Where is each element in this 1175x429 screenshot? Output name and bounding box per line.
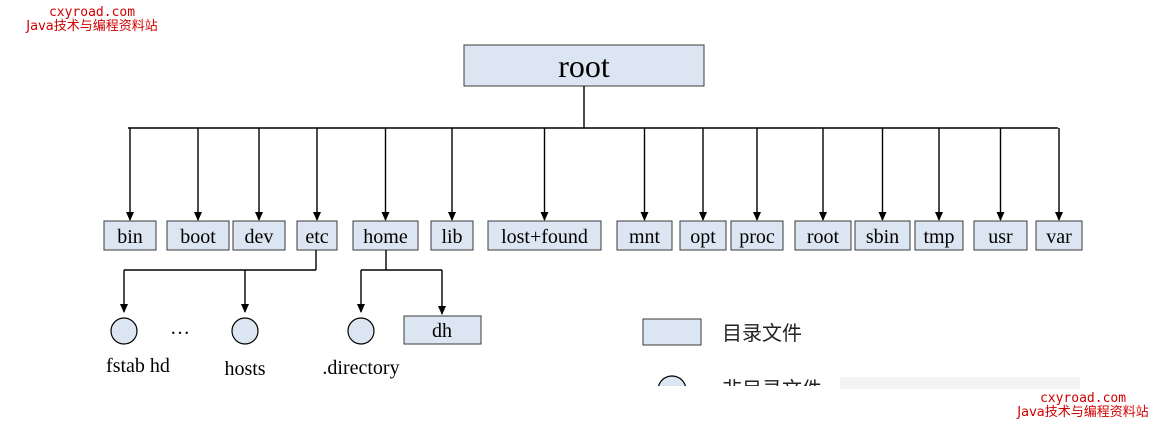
legend-fade-strip bbox=[840, 377, 1080, 389]
dir-box-dev bbox=[232, 220, 286, 251]
dir-node-opt: opt bbox=[679, 220, 727, 251]
dir-box-lib bbox=[430, 220, 474, 251]
dir-node-bin: bin bbox=[103, 220, 157, 251]
root-node: root bbox=[463, 44, 705, 87]
watermark-top: cxyroad.com Java技术与编程资料站 bbox=[4, 6, 180, 34]
dir-box-usr bbox=[973, 220, 1028, 251]
dir-node-home: home bbox=[352, 220, 419, 251]
dir-label-opt: opt bbox=[690, 226, 716, 248]
dir-node-usr: usr bbox=[973, 220, 1028, 251]
dir-node-tmp: tmp bbox=[914, 220, 964, 251]
dir-node-var: var bbox=[1035, 220, 1083, 251]
dir-label-mnt: mnt bbox=[629, 226, 661, 248]
dir-box-bin bbox=[103, 220, 157, 251]
dir-box-lost-found bbox=[487, 220, 602, 251]
legend-directory-label: 目录文件 bbox=[722, 321, 802, 345]
dir-label-usr: usr bbox=[988, 226, 1013, 248]
dir-box-proc bbox=[730, 220, 784, 251]
dir-node-lost-found: lost+found bbox=[487, 220, 602, 251]
etc-subtree: … fstab hd hosts bbox=[106, 250, 317, 380]
dir-label-boot: boot bbox=[180, 226, 216, 248]
dh-label: dh bbox=[432, 320, 452, 342]
dir-label-lost-found: lost+found bbox=[501, 226, 588, 248]
dir-box-boot bbox=[166, 220, 230, 251]
dir-box-var bbox=[1035, 220, 1083, 251]
dir-label-sbin: sbin bbox=[866, 226, 899, 248]
dir-label-proc: proc bbox=[739, 226, 775, 248]
dir-box-etc bbox=[296, 220, 338, 251]
home-subtree: .directory dh bbox=[322, 250, 482, 379]
dir-node-etc: etc bbox=[296, 220, 338, 251]
dir-label-dev: dev bbox=[245, 226, 274, 248]
dh-box bbox=[403, 315, 482, 345]
dir-label-bin: bin bbox=[117, 226, 143, 248]
watermark-bottom-site: cxyroad.com bbox=[1039, 391, 1127, 406]
legend-fade-overlay bbox=[640, 386, 1100, 429]
dir-box-root bbox=[794, 220, 852, 251]
legend-non-directory-item: 非目录文件 bbox=[640, 375, 1100, 429]
dir-label-tmp: tmp bbox=[923, 226, 954, 248]
dir-node-proc: proc bbox=[730, 220, 784, 251]
directory-file-label: .directory bbox=[322, 357, 399, 379]
watermark-bottom: cxyroad.com Java技术与编程资料站 bbox=[995, 392, 1171, 420]
dir-label-home: home bbox=[363, 226, 408, 248]
dir-node-root: root bbox=[794, 220, 852, 251]
watermark-top-site: cxyroad.com bbox=[48, 5, 136, 20]
dir-label-lib: lib bbox=[441, 226, 462, 248]
root-label: root bbox=[558, 48, 610, 84]
fstab-label: fstab hd bbox=[106, 355, 170, 377]
dir-label-root: root bbox=[807, 226, 840, 248]
legend: 目录文件 非目录文件 bbox=[640, 318, 1100, 429]
dir-box-tmp bbox=[914, 220, 964, 251]
watermark-top-tagline: Java技术与编程资料站 bbox=[26, 19, 158, 34]
hosts-label: hosts bbox=[224, 358, 265, 380]
dir-label-etc: etc bbox=[305, 226, 328, 248]
etc-ellipsis: … bbox=[170, 317, 190, 339]
dir-node-dev: dev bbox=[232, 220, 286, 251]
fstab-file-circle bbox=[110, 317, 138, 345]
legend-directory-swatch bbox=[642, 318, 702, 346]
dir-box-sbin bbox=[854, 220, 911, 251]
directory-file-circle bbox=[347, 317, 375, 345]
watermark-bottom-tagline: Java技术与编程资料站 bbox=[1017, 405, 1149, 420]
dir-node-mnt: mnt bbox=[616, 220, 673, 251]
hosts-file-circle bbox=[231, 317, 259, 345]
dir-node-boot: boot bbox=[166, 220, 230, 251]
dir-node-sbin: sbin bbox=[854, 220, 911, 251]
dir-box-home bbox=[352, 220, 419, 251]
dir-label-var: var bbox=[1046, 226, 1072, 248]
dir-box-mnt bbox=[616, 220, 673, 251]
dir-node-lib: lib bbox=[430, 220, 474, 251]
dir-box-opt bbox=[679, 220, 727, 251]
